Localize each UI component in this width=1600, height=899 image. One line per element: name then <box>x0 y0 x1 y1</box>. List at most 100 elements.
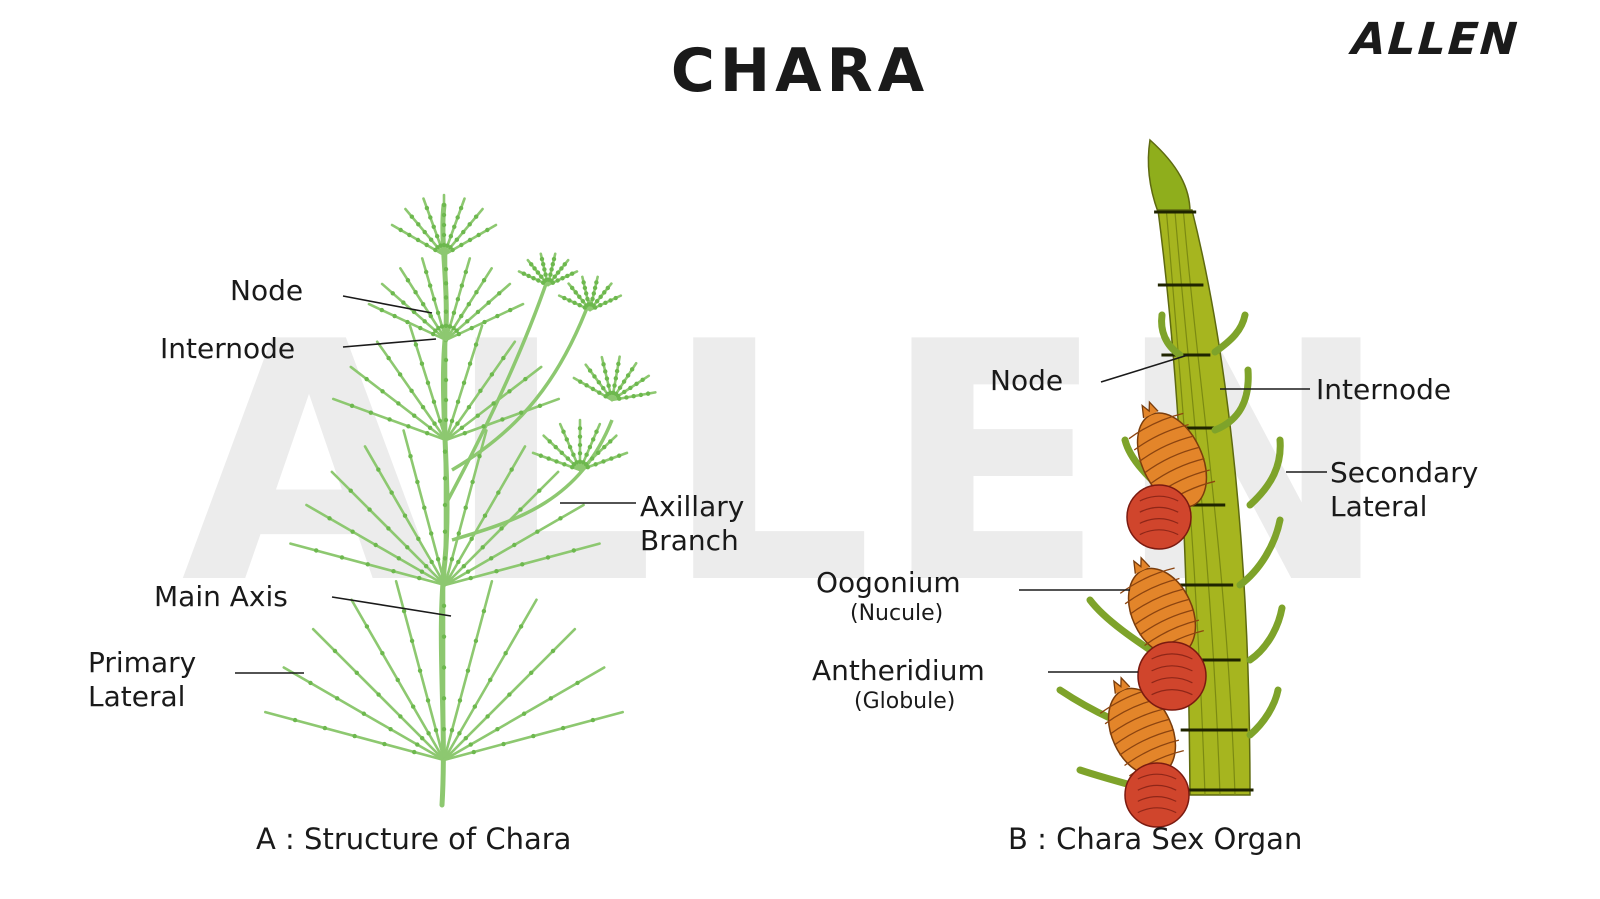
leader-lines <box>235 295 1327 674</box>
oogonium-spiral <box>1114 718 1170 746</box>
lateral-spot <box>415 742 420 747</box>
lateral-spot <box>425 430 430 436</box>
lateral-spot <box>411 309 417 315</box>
lateral-spot <box>535 270 541 275</box>
lateral-spot <box>481 424 486 429</box>
lateral-spot <box>587 368 593 373</box>
lateral-spot <box>441 222 447 228</box>
antheridium-marking <box>1137 807 1177 814</box>
caption-a: A : Structure of Chara <box>256 822 572 856</box>
lateral-spot <box>564 437 569 442</box>
lateral-spot <box>475 309 481 315</box>
lateral-spot <box>441 232 447 238</box>
lateral-spot <box>350 529 355 534</box>
lateral-spot <box>442 502 448 508</box>
lateral-spot <box>582 285 588 291</box>
lateral-spot <box>367 507 372 512</box>
oogonium-spiral <box>1124 577 1180 605</box>
label-oogonium-sub: (Nucule) <box>850 601 944 626</box>
lateral-spot <box>430 331 436 337</box>
lateral-spot <box>424 242 429 248</box>
lateral-spot <box>431 296 437 302</box>
lateral-spot <box>477 454 482 459</box>
lateral-spot <box>422 505 427 510</box>
lateral-spot <box>401 300 406 305</box>
lateral-spot <box>562 462 567 467</box>
lateral-spot <box>474 290 479 295</box>
lateral-spot <box>472 704 478 709</box>
lateral-spot <box>596 380 602 385</box>
apex-tip <box>1147 138 1191 213</box>
lateral-spot <box>495 726 500 732</box>
leader-node-a <box>342 295 433 314</box>
lateral-spot <box>314 548 319 553</box>
lateral-spot <box>489 372 495 377</box>
lateral-spot <box>398 227 403 233</box>
lateral-spot <box>608 439 613 444</box>
lateral-spot <box>422 229 427 235</box>
lateral-spot <box>327 516 332 521</box>
lateral-spot <box>640 377 645 383</box>
lateral-spot <box>349 403 355 408</box>
lateral-spot <box>425 698 431 703</box>
oogonium-spiral <box>1134 598 1190 626</box>
lateral-spot <box>592 285 598 291</box>
lateral-spot <box>567 444 573 450</box>
label-internode-a: Internode <box>160 332 296 365</box>
lateral-spot <box>379 307 385 313</box>
lateral-spot <box>577 459 583 464</box>
lateral-spot <box>501 355 506 361</box>
lateral-spot <box>613 295 618 301</box>
lateral-spot <box>473 342 479 347</box>
secondary-lateral-leaflet <box>1246 686 1282 739</box>
lateral-spot <box>409 638 415 644</box>
lateral-spot <box>441 212 447 218</box>
lateral-spot <box>554 459 559 464</box>
lateral-spot <box>419 735 425 741</box>
lateral-spot <box>456 559 461 565</box>
lateral-spot <box>573 290 578 295</box>
lateral-spot <box>443 357 449 363</box>
lateral-spot <box>591 291 597 296</box>
lateral-spot <box>443 417 449 423</box>
lateral-spot <box>562 262 567 267</box>
lateral-spot <box>428 215 433 220</box>
lateral-spot <box>431 224 436 230</box>
lateral-spot <box>396 556 402 561</box>
lateral-spot <box>406 424 411 429</box>
lateral-spot <box>594 429 599 434</box>
lateral-spot <box>592 305 598 310</box>
label-oogonium: Oogonium <box>816 566 961 599</box>
lateral-spot <box>459 242 464 248</box>
lateral-spot <box>545 555 551 560</box>
lateral-spot <box>617 385 623 390</box>
lateral-spot <box>625 373 631 378</box>
lateral-spot <box>591 437 596 442</box>
chara-plant-illustration <box>264 193 657 808</box>
lateral-spot <box>543 272 548 277</box>
lateral-spot <box>332 648 338 654</box>
cortical-line <box>1182 211 1236 796</box>
lateral-spot <box>459 313 464 319</box>
lateral-spot <box>546 456 551 461</box>
lateral-spot <box>408 454 413 459</box>
lateral-spot <box>550 648 556 654</box>
antheridium-marking <box>1151 665 1193 672</box>
lateral-spot <box>583 291 589 296</box>
lateral-spot <box>538 453 544 458</box>
lateral-spot <box>548 696 554 701</box>
lateral-spot <box>454 328 459 333</box>
lateral-spot <box>507 692 512 697</box>
lateral-spot <box>458 205 464 211</box>
lateral-spot <box>451 310 457 315</box>
lateral-spot <box>417 575 422 581</box>
lateral-spot <box>539 256 545 262</box>
lateral-spot <box>428 237 434 242</box>
lateral-spot <box>419 569 425 574</box>
lateral-spot <box>584 452 589 457</box>
lateral-spot <box>614 368 620 374</box>
lateral-spot <box>292 717 298 723</box>
lateral-spot <box>480 545 485 550</box>
lateral-spot <box>536 278 541 283</box>
lateral-spot <box>491 401 496 406</box>
